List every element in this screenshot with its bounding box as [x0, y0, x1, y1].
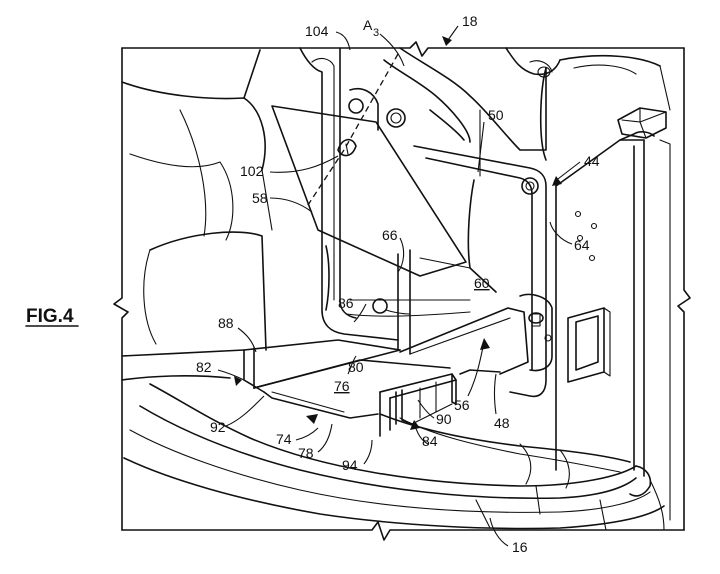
- tray-assembly: [243, 339, 501, 437]
- bed-floor: [121, 349, 665, 531]
- ref-50: 50: [488, 107, 504, 123]
- cab-structure: [299, 47, 671, 341]
- ref-56: 56: [454, 397, 470, 413]
- ref-18: 18: [462, 13, 478, 29]
- hinged-flap: [271, 105, 467, 277]
- arrowheads: [234, 36, 562, 430]
- drawing-frame: [113, 41, 691, 541]
- ref-58: 58: [252, 190, 268, 206]
- ref-90: 90: [436, 411, 452, 427]
- ref-104: 104: [305, 23, 329, 39]
- ref-80: 80: [348, 359, 364, 375]
- seat-background: [121, 49, 273, 351]
- reference-numerals: 18 104 A 3 50 44 102 58 66 64 60 86 88 8…: [196, 13, 600, 555]
- ref-60: 60: [474, 275, 490, 291]
- leader-lines: [217, 25, 581, 547]
- ref-66: 66: [382, 227, 398, 243]
- ref-78: 78: [298, 445, 314, 461]
- side-pillar: [555, 107, 671, 531]
- ref-48: 48: [494, 415, 510, 431]
- compartment-walls: [325, 109, 553, 398]
- figure-label: FIG.4: [26, 306, 74, 327]
- ref-44: 44: [584, 153, 600, 169]
- ref-102: 102: [240, 163, 264, 179]
- ref-82: 82: [196, 359, 212, 375]
- axis-a3: [305, 53, 399, 209]
- ref-64: 64: [574, 237, 590, 253]
- ref-16: 16: [512, 539, 528, 555]
- ref-88: 88: [218, 315, 234, 331]
- ref-92: 92: [210, 419, 226, 435]
- ref-a3: A: [363, 17, 373, 33]
- ref-76: 76: [334, 378, 350, 394]
- ref-a3-subscript: 3: [373, 27, 379, 39]
- ref-86: 86: [338, 295, 354, 311]
- ref-94: 94: [342, 457, 358, 473]
- ref-74: 74: [276, 431, 292, 447]
- ref-84: 84: [422, 433, 438, 449]
